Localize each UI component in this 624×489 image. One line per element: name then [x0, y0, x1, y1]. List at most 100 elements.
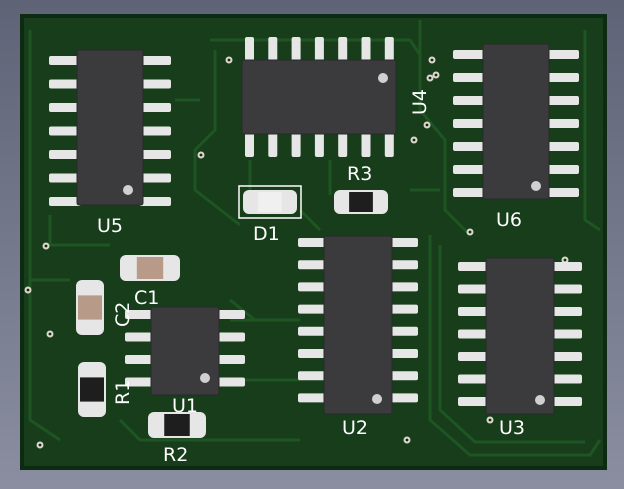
- chip-body: [150, 306, 220, 396]
- pin-pad: [291, 37, 301, 64]
- pin1-dot-marker: [535, 395, 545, 405]
- designator-u6: U6: [496, 209, 522, 231]
- via-hole: [225, 56, 233, 64]
- via-hole: [423, 121, 431, 129]
- via-hole: [432, 71, 440, 79]
- designator-r2: R2: [163, 444, 188, 466]
- pin-pad: [125, 377, 155, 387]
- pin-pad: [49, 150, 81, 159]
- pin-pad: [49, 56, 81, 65]
- pin-pad: [545, 188, 579, 197]
- chip-body: [482, 43, 550, 200]
- part-body: [164, 414, 190, 436]
- chip-body: [241, 59, 397, 135]
- designator-u4: U4: [409, 89, 431, 115]
- via-drill: [425, 123, 429, 127]
- pin-pad: [139, 79, 171, 89]
- pin-pad: [388, 349, 418, 358]
- via-hole: [486, 416, 494, 424]
- pin-pad: [550, 307, 582, 316]
- copper-traces: [28, 20, 602, 457]
- pin-pad: [139, 150, 171, 159]
- pin-pad: [550, 262, 582, 271]
- pin-pad: [545, 50, 579, 59]
- designator-d1: D1: [253, 223, 280, 245]
- pin-pad: [388, 326, 418, 336]
- pin-pad: [384, 37, 394, 64]
- via-drill: [468, 230, 472, 234]
- chip-u6: [453, 43, 579, 200]
- via-hole: [428, 56, 436, 64]
- pin-pad: [550, 284, 582, 294]
- pin1-dot-marker: [200, 373, 210, 383]
- pin-pad: [458, 307, 490, 316]
- pin-pad: [550, 374, 582, 384]
- designator-u5: U5: [97, 215, 123, 237]
- via-hole: [466, 228, 474, 236]
- pin-pad: [388, 304, 418, 314]
- part-body: [80, 377, 104, 402]
- pin-pad: [139, 126, 171, 136]
- part-body: [136, 257, 164, 279]
- chip-u5: [49, 49, 171, 206]
- pin-pad: [550, 329, 582, 339]
- pin-pad: [268, 130, 278, 157]
- via-hole: [36, 441, 44, 449]
- pin-pad: [139, 197, 171, 206]
- pin1-dot-marker: [531, 181, 541, 191]
- pin-pad: [49, 103, 81, 112]
- pin-pad: [298, 238, 328, 247]
- pin-pad: [453, 73, 487, 82]
- chip-body: [76, 49, 144, 206]
- pin-pad: [245, 37, 254, 64]
- pin-pad: [215, 377, 245, 387]
- via-hole: [561, 256, 569, 264]
- pin-pad: [125, 332, 155, 342]
- pin-pad: [298, 326, 328, 336]
- pin-pad: [361, 130, 371, 157]
- chip-u3: [458, 257, 582, 415]
- resistor-r3: [334, 190, 388, 214]
- pin-pad: [139, 173, 171, 183]
- pin-pad: [314, 37, 324, 64]
- designator-u1: U1: [172, 395, 198, 417]
- pin-pad: [388, 393, 418, 403]
- pin-pad: [550, 397, 582, 406]
- pin-pad: [49, 173, 81, 183]
- pin-pad: [388, 238, 418, 247]
- via-hole: [426, 74, 434, 82]
- diode-d1: [243, 190, 297, 214]
- designator-r1: R1: [112, 380, 134, 405]
- chip-body: [485, 257, 555, 415]
- via-drill: [430, 58, 434, 62]
- pin-pad: [298, 304, 328, 314]
- chip-body: [323, 235, 393, 415]
- pin-pad: [215, 355, 245, 364]
- via-hole: [403, 436, 411, 444]
- pin-pad: [338, 37, 348, 64]
- chip-u2: [298, 235, 418, 415]
- pin-pad: [215, 310, 245, 319]
- via-drill: [488, 418, 492, 422]
- pin-pad: [291, 130, 301, 157]
- pin-pad: [545, 73, 579, 82]
- via-drill: [48, 332, 52, 336]
- capacitor-c1: [120, 255, 180, 281]
- via-hole: [46, 330, 54, 338]
- pin-pad: [453, 50, 487, 59]
- pin-pad: [458, 352, 490, 361]
- via-hole: [42, 242, 50, 250]
- pin1-dot-marker: [372, 394, 382, 404]
- pin-pad: [453, 119, 487, 128]
- pin-pad: [298, 260, 328, 270]
- pin-pad: [139, 103, 171, 112]
- via-drill: [405, 438, 409, 442]
- via-drill: [38, 443, 42, 447]
- pin-pad: [298, 282, 328, 292]
- designator-u2: U2: [342, 417, 368, 439]
- capacitor-c2: [76, 280, 104, 335]
- pin-pad: [388, 282, 418, 292]
- designator-r3: R3: [347, 163, 372, 185]
- pin-pad: [388, 371, 418, 381]
